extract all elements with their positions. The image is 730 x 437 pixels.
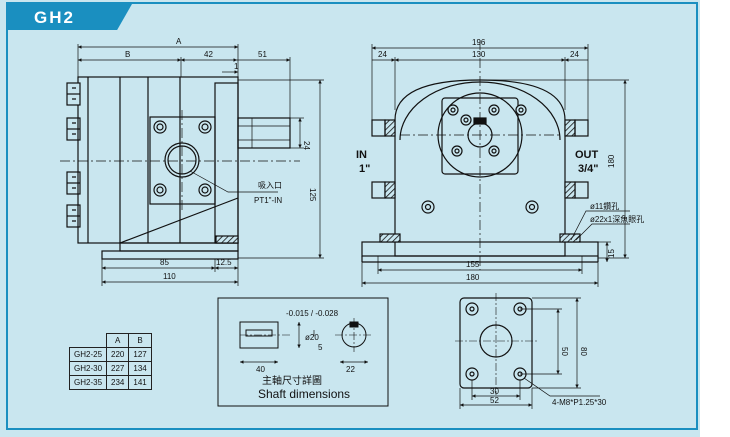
dim-80: 80 <box>579 347 588 356</box>
front-dimensions <box>361 44 630 287</box>
model-title: GH2 <box>34 8 75 27</box>
dim-50: 50 <box>560 347 569 356</box>
table-cell: 141 <box>128 375 152 390</box>
side-view <box>60 76 300 260</box>
dim-1: 1 <box>234 62 239 71</box>
table-cell: 234 <box>106 375 130 390</box>
dim-24: 24 <box>302 141 311 150</box>
bolt-note: 4-M8*P1.25*30 <box>552 398 607 407</box>
table-cell: 227 <box>106 361 130 376</box>
table-header-cell <box>69 333 108 348</box>
spec-table: A B GH2-25 220 127 GH2-30 227 134 GH2-35… <box>68 333 152 390</box>
flange-labels: 50 80 30 52 4-M8*P1.25*30 <box>490 347 607 407</box>
dim-180-vertical: 180 <box>607 154 616 168</box>
dim-key-5: 5 <box>318 343 323 352</box>
table-cell: GH2-30 <box>68 361 108 376</box>
front-bolts <box>421 104 539 214</box>
shaft-labels: -0.015 / -0.028 ø20 5 40 22 主軸尺寸詳圖 Shaft… <box>256 309 355 401</box>
hole-note-drill: ø11鑽孔 <box>590 201 619 211</box>
side-dimensions <box>77 44 324 286</box>
table-cell: 220 <box>106 347 130 362</box>
shaft-title-en: Shaft dimensions <box>258 387 350 401</box>
front-view <box>361 40 599 270</box>
out-size: 3/4" <box>578 163 599 175</box>
dim-40: 40 <box>256 365 265 374</box>
table-cell: 134 <box>128 361 152 376</box>
inlet-label: 吸入口 <box>258 181 282 190</box>
table-row: GH2-35 234 141 <box>68 375 152 390</box>
dim-180-horizontal: 180 <box>466 273 480 282</box>
in-size: 1" <box>359 163 370 175</box>
page-margin <box>700 0 730 437</box>
table-row: GH2-30 227 134 <box>68 361 152 376</box>
table-header-cell: B <box>128 333 152 348</box>
inlet-spec: PT1"-IN <box>254 196 282 205</box>
table-header-cell: A <box>106 333 130 348</box>
dim-A: A <box>176 37 182 46</box>
dim-125: 125 <box>308 188 317 202</box>
table-row: GH2-25 220 127 <box>68 347 152 362</box>
in-label: IN <box>356 149 367 161</box>
dim-196: 196 <box>472 38 486 47</box>
dim-42: 42 <box>204 50 213 59</box>
dim-85: 85 <box>160 258 169 267</box>
dim-110: 110 <box>163 272 176 281</box>
dim-shaft-dia: ø20 <box>305 333 319 342</box>
table-header-row: A B <box>69 333 152 348</box>
dim-24-left: 24 <box>378 50 387 59</box>
dim-24-right: 24 <box>570 50 579 59</box>
table-cell: GH2-35 <box>68 375 108 390</box>
table-cell: GH2-25 <box>68 347 108 362</box>
dim-52: 52 <box>490 396 499 405</box>
shaft-tolerance: -0.015 / -0.028 <box>286 309 339 318</box>
dim-155: 155 <box>466 260 480 269</box>
side-dimension-labels: A B 42 51 1 24 125 85 12.5 110 吸入口 PT1"-… <box>125 37 317 281</box>
dim-15: 15 <box>607 249 616 258</box>
dim-130: 130 <box>472 50 486 59</box>
table-cell: 127 <box>128 347 152 362</box>
front-labels: 196 130 24 24 180 155 180 15 IN 1" OUT 3… <box>356 38 644 282</box>
inlet-bolts <box>72 87 212 222</box>
drawing-frame <box>6 2 698 430</box>
shaft-title-cn: 主軸尺寸詳圖 <box>262 374 322 387</box>
dim-22: 22 <box>346 365 355 374</box>
dim-12-5: 12.5 <box>216 258 232 267</box>
shaft-detail <box>217 297 389 407</box>
dim-B: B <box>125 50 130 59</box>
model-tag: GH2 <box>8 4 132 30</box>
dim-30: 30 <box>490 387 499 396</box>
dim-51: 51 <box>258 50 267 59</box>
out-label: OUT <box>575 149 599 161</box>
flange-view <box>455 293 538 395</box>
hole-note-counterbore: ø22x1深魚眼孔 <box>590 214 644 224</box>
flange-dimensions <box>459 297 600 409</box>
